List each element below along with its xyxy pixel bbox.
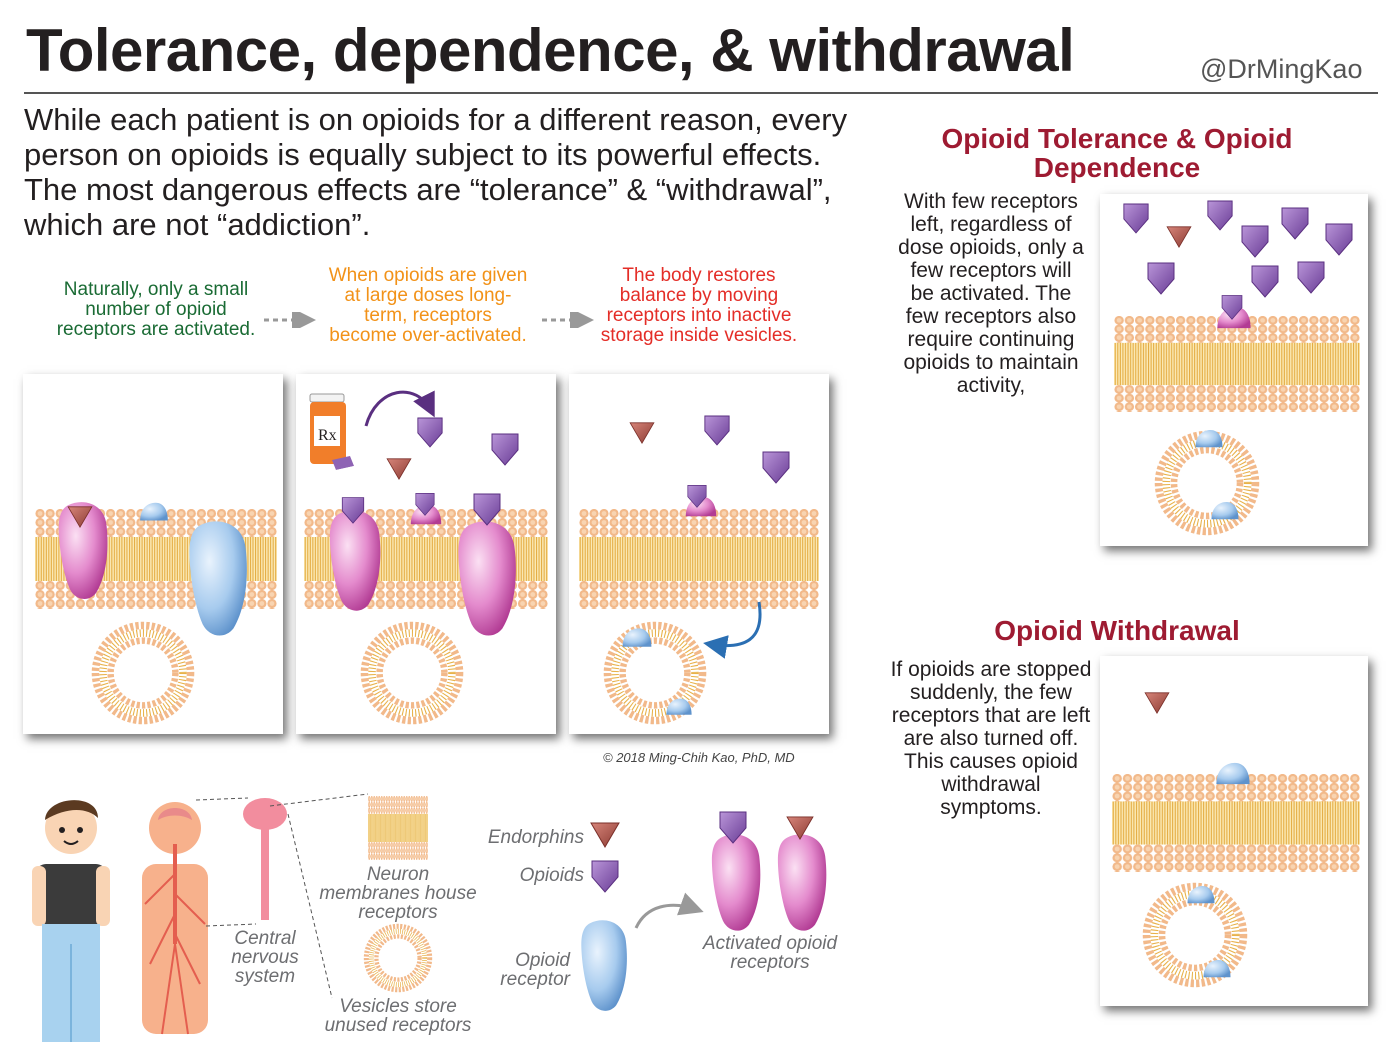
step-arrow-2 [540,308,596,334]
intro-text: While each patient is on opioids for a d… [24,102,848,242]
vesicle [1159,435,1256,532]
label-cns: Central nervous system [231,928,299,987]
opioid [1123,203,1149,234]
receptor-active [458,521,516,636]
author-handle: @DrMingKao [1200,54,1363,84]
withdrawal-text: If opioids are stopped suddenly, the few… [890,658,1092,819]
membrane [579,509,819,609]
administration-arrow [364,390,435,427]
receptor-cap-inactive [140,502,168,521]
stored-receptor [1203,960,1231,978]
label-receptor: Opioid receptor [500,950,570,990]
label-endorphins: Endorphins [487,827,584,848]
membrane [1114,316,1360,412]
activated-receptors-icon [704,806,834,941]
stored-receptor [1211,502,1239,520]
internalization-arrow [703,601,762,659]
membrane-sample [368,796,428,865]
label-vesicles: Vesicles store unused receptors [324,996,472,1036]
vesicle [364,625,459,720]
opioid [1297,261,1325,294]
svg-text:Rx: Rx [318,427,337,444]
vesicle [95,625,190,720]
title-divider [24,92,1378,94]
label-membranes: Neuron membranes house receptors [319,864,477,923]
panel-overactivated: Rx [296,374,556,734]
membrane [1112,774,1360,872]
receptor-icon [572,918,638,1021]
opioid [704,415,730,446]
cns-icon [240,794,290,929]
receptor-cap-inactive [1216,762,1250,785]
endorphin-icon [590,822,620,853]
endorphin [1144,692,1170,714]
endorphin [1166,226,1192,248]
tolerance-heading: Opioid Tolerance & Opioid Dependence [941,123,1293,183]
panel-natural [23,374,283,734]
copyright: © 2018 Ming-Chih Kao, PhD, MD [603,750,795,765]
step-caption-natural: Naturally, only a small number of opioid… [56,279,256,340]
opioid-icon [590,858,620,899]
opioid [1281,207,1309,240]
connector-lines [195,788,376,1023]
receptor-inactive [189,521,247,636]
activation-arrow [632,888,706,939]
endorphin [386,458,412,480]
pill-bottle: Rx [309,393,356,474]
person-illustration [28,784,114,1049]
opioid [417,417,443,448]
label-activated-receptors: Activated opioid receptors [702,933,838,973]
step-caption-vesicle-storage: The body restores balance by moving rece… [600,265,798,346]
panel-tolerance [1100,194,1368,546]
endorphin [629,422,655,444]
opioid [1147,262,1175,295]
panel-vesicle-storage [569,374,829,734]
opioid [762,451,790,484]
opioid [1241,225,1269,258]
withdrawal-heading: Opioid Withdrawal [994,615,1240,646]
label-opioids: Opioids [519,865,584,886]
opioid [491,433,519,466]
panel-withdrawal [1100,656,1368,1006]
tolerance-text: With few receptors left, regardless of d… [898,190,1084,397]
nervous-system-illustration [130,784,220,1049]
opioid [1325,223,1353,256]
opioid [1207,200,1233,231]
vesicle-sample [362,922,434,999]
opioid [1251,265,1279,298]
step-caption-overactivated: When opioids are given at large doses lo… [328,265,528,346]
step-arrow-1 [262,308,318,334]
page-title: Tolerance, dependence, & withdrawal [26,17,1075,84]
